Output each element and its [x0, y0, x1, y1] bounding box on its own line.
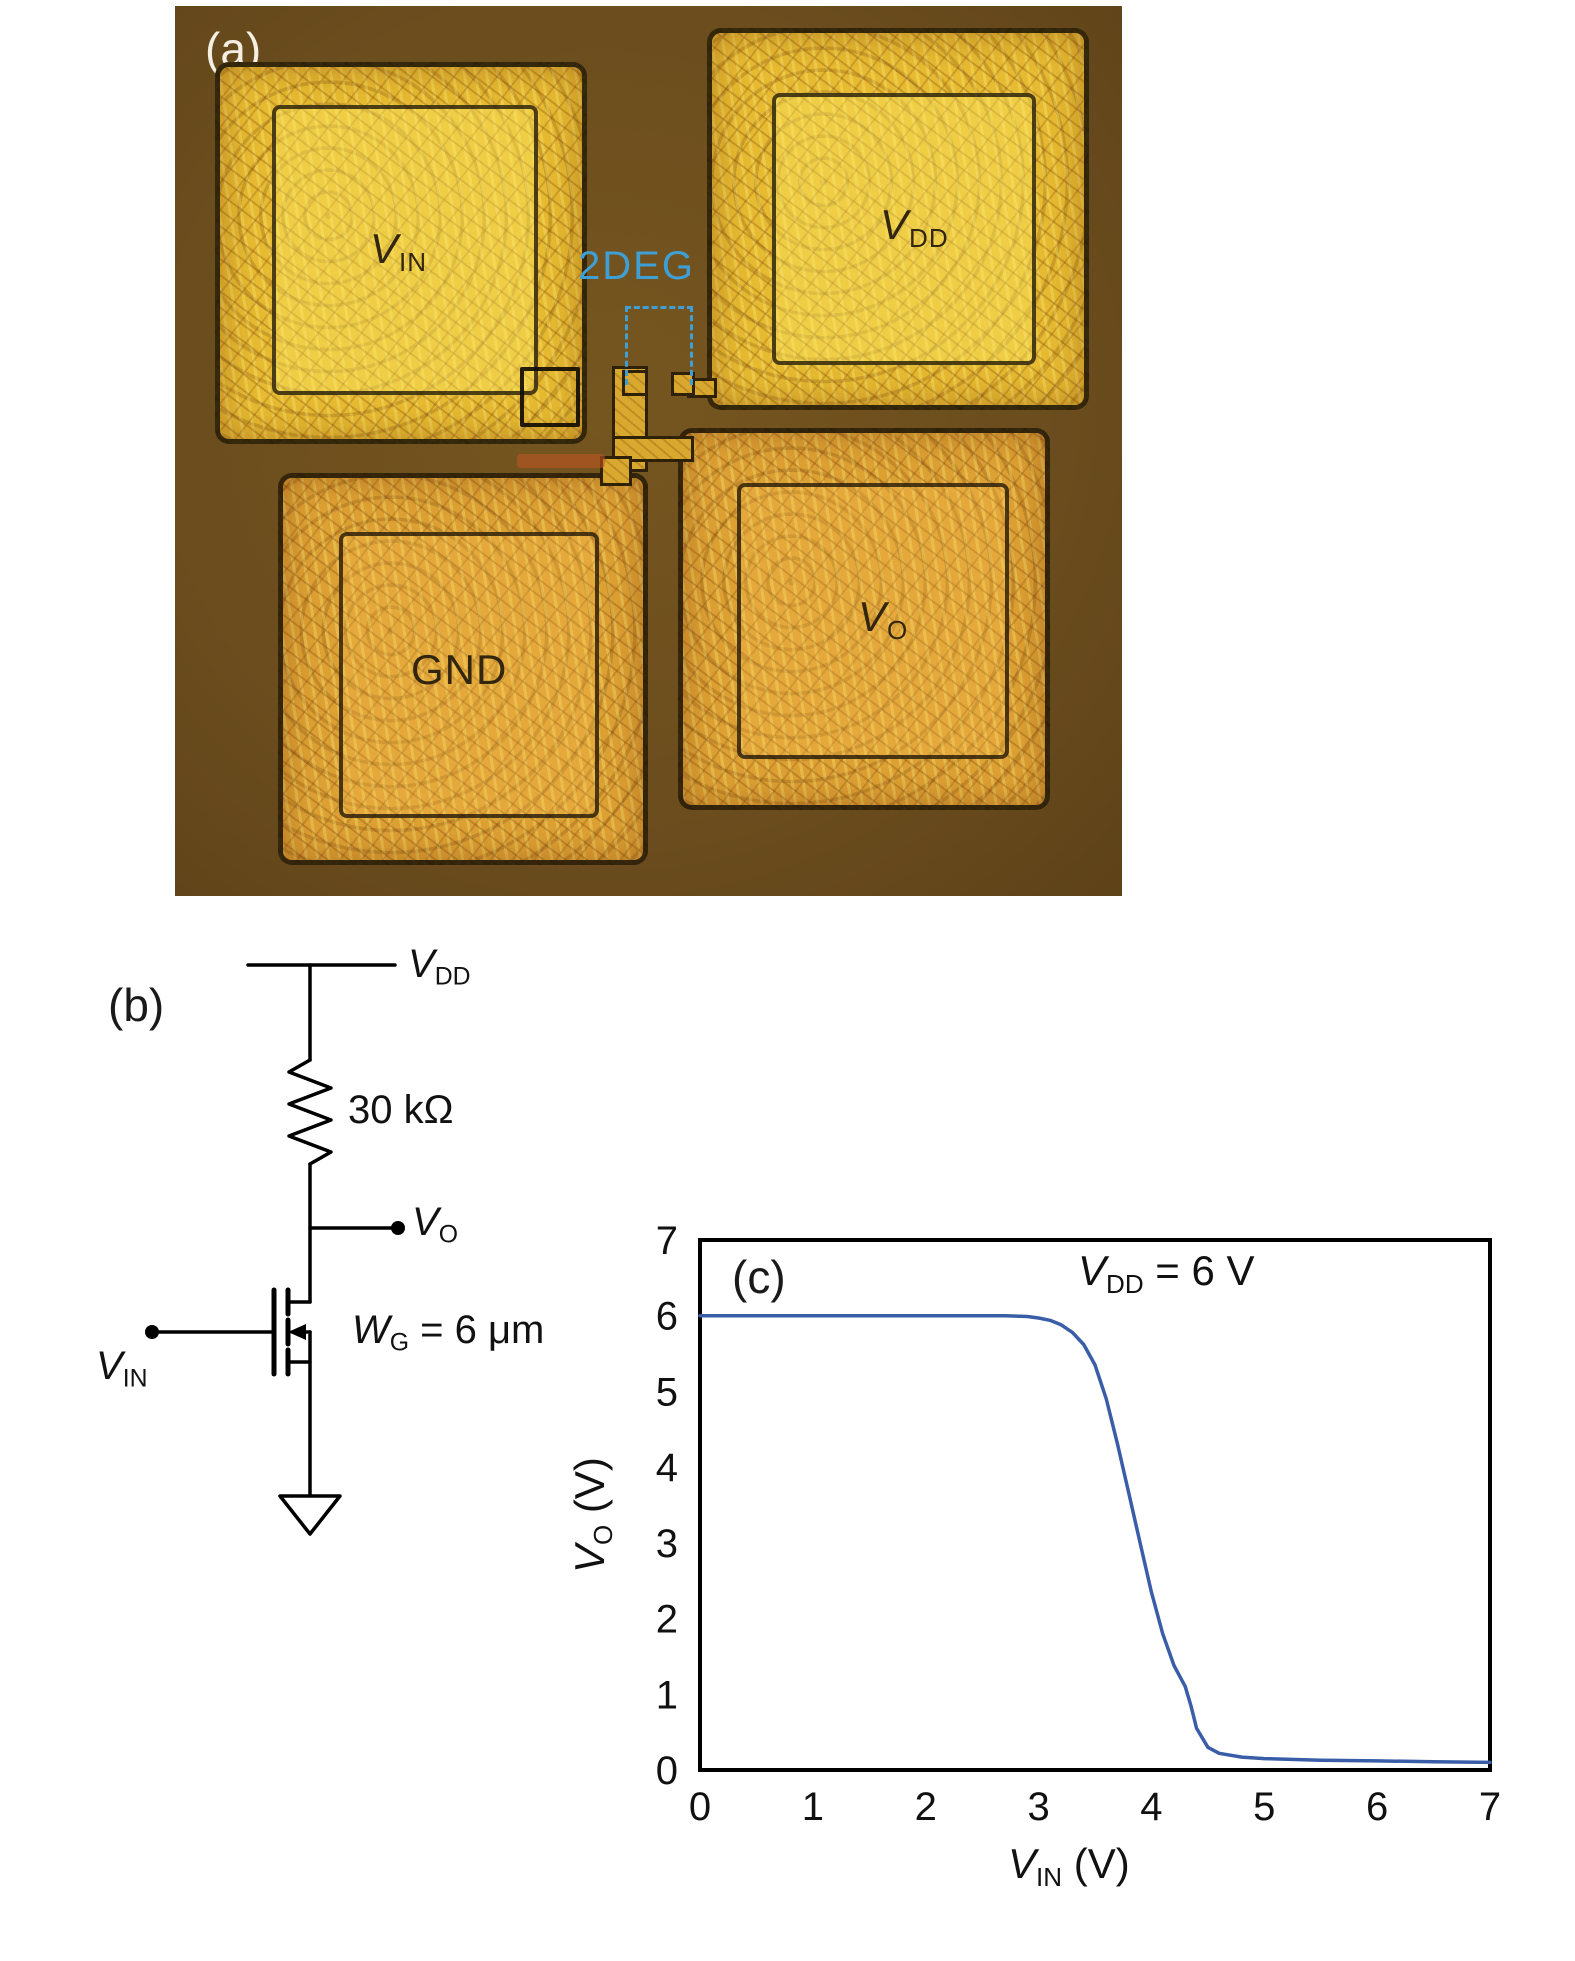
2deg-dashed-box — [625, 306, 693, 385]
pad-vdd-label-base: V — [880, 201, 910, 248]
y-axis-label-rest: (V) — [566, 1457, 613, 1525]
pad-vin-label-sub: IN — [399, 246, 428, 277]
y-tick-label: 4 — [656, 1446, 678, 1490]
circuit-vo-label-sub: O — [438, 1221, 458, 1249]
pad-vin-label-base: V — [370, 225, 400, 272]
circuit-vin-label: VIN — [96, 1344, 148, 1393]
transfer-curve-svg: 0 1 2 3 4 5 6 7 0 1 2 3 4 5 6 7 — [656, 1219, 1501, 1829]
mosfet-arrow — [288, 1324, 306, 1340]
x-tick-label: 3 — [1027, 1785, 1049, 1829]
x-tick-label: 0 — [689, 1785, 711, 1829]
y-axis-label-base: V — [566, 1544, 613, 1573]
plot-annotation-vdd-rest: = 6 V — [1143, 1247, 1255, 1294]
panel-b-circuit: (b) VDD 30 kΩ VO VIN WG = 6 μm — [90, 940, 590, 1610]
x-axis-label-sub: IN — [1036, 1861, 1063, 1892]
circuit-schematic-svg — [145, 963, 405, 1536]
y-tick-label: 0 — [656, 1749, 678, 1793]
device-mesa-gnd-tab — [600, 456, 632, 486]
vo-node-dot — [391, 1221, 405, 1235]
x-tick-label: 4 — [1140, 1785, 1162, 1829]
pad-vdd-inner — [772, 93, 1036, 365]
circuit-vo-label: VO — [412, 1200, 458, 1249]
x-tick-label: 7 — [1479, 1785, 1501, 1829]
pad-vdd-label: VDD — [880, 201, 949, 254]
y-tick-label: 2 — [656, 1598, 678, 1642]
panel-b-label: (b) — [108, 979, 165, 1031]
y-tick-label: 1 — [656, 1673, 678, 1717]
pad-vin-contact-square — [520, 367, 580, 427]
gate-width-label: WG = 6 μm — [352, 1308, 544, 1357]
circuit-vdd-label: VDD — [408, 942, 471, 991]
panel-a-micrograph: (a) VIN VDD GND VO 2DEG — [175, 6, 1122, 896]
y-axis-label: VO (V) — [566, 1457, 619, 1573]
pad-vo-label: VO — [858, 593, 908, 646]
transfer-curve — [698, 1313, 1492, 1765]
y-tick-label: 5 — [656, 1370, 678, 1414]
y-axis-label-sub: O — [587, 1524, 618, 1545]
pad-vo-label-base: V — [858, 593, 888, 640]
pad-vin: VIN — [215, 62, 587, 444]
gate-width-label-base: W — [352, 1308, 390, 1352]
pad-vo-label-sub: O — [887, 614, 909, 645]
pad-vo-inner — [737, 483, 1009, 759]
x-tick-label: 6 — [1366, 1785, 1388, 1829]
x-axis-label: VIN (V) — [1008, 1840, 1130, 1893]
resistor-symbol — [287, 1058, 333, 1166]
pad-gnd: GND — [278, 473, 648, 865]
x-tick-label: 2 — [915, 1785, 937, 1829]
circuit-vo-label-base: V — [412, 1200, 439, 1244]
y-tick-label: 6 — [656, 1295, 678, 1339]
circuit-vin-label-base: V — [96, 1344, 123, 1388]
pad-vo: VO — [678, 428, 1050, 810]
pad-gnd-inner — [339, 532, 599, 818]
pad-vin-label: VIN — [370, 225, 427, 278]
pad-vdd: VDD — [707, 28, 1089, 410]
pad-vdd-label-sub: DD — [909, 222, 949, 253]
resistor-value-label: 30 kΩ — [348, 1088, 454, 1132]
x-tick-label: 1 — [802, 1785, 824, 1829]
circuit-vdd-label-sub: DD — [434, 963, 471, 991]
vin-node-dot — [145, 1325, 159, 1339]
circuit-vin-label-sub: IN — [122, 1365, 148, 1393]
y-axis-tick-labels: 0 1 2 3 4 5 6 7 — [656, 1219, 678, 1793]
plot-annotation-vdd-sub: DD — [1106, 1268, 1144, 1299]
plot-frame — [698, 1238, 1492, 1772]
2deg-label: 2DEG — [578, 244, 695, 288]
pad-vin-inner — [272, 105, 538, 395]
y-tick-label: 3 — [656, 1522, 678, 1566]
x-tick-label: 5 — [1253, 1785, 1275, 1829]
gate-width-label-sub: G — [389, 1329, 410, 1357]
y-tick-label: 7 — [656, 1219, 678, 1263]
surface-residue — [517, 454, 605, 468]
plot-annotation-vdd-base: V — [1078, 1247, 1107, 1294]
plot-annotation-vdd: VDD = 6 V — [1078, 1247, 1255, 1300]
x-axis-label-base: V — [1008, 1840, 1037, 1887]
gate-width-label-rest: = 6 μm — [409, 1308, 545, 1352]
panel-c-label: (c) — [732, 1251, 786, 1303]
pad-gnd-label: GND — [411, 646, 508, 693]
circuit-vdd-label-base: V — [408, 942, 435, 986]
x-axis-label-rest: (V) — [1062, 1840, 1130, 1887]
x-axis-tick-labels: 0 1 2 3 4 5 6 7 — [689, 1785, 1501, 1829]
ground-symbol — [278, 1494, 342, 1536]
